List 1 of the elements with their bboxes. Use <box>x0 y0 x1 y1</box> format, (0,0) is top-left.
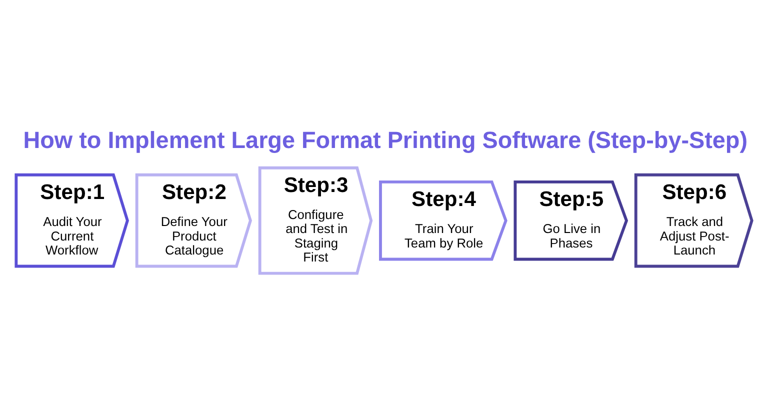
diagram-title: How to Implement Large Format Printing Software (Step-by-Step) <box>23 126 748 153</box>
